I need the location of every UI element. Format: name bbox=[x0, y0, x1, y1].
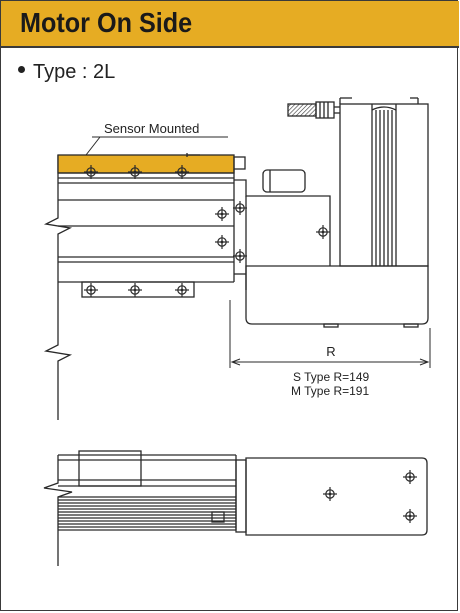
sensor-mounted-label: Sensor Mounted bbox=[104, 121, 199, 136]
type-line: Type : 2L bbox=[18, 61, 115, 84]
s-type-note: S Type R=149 bbox=[293, 370, 369, 384]
m-type-note: M Type R=191 bbox=[291, 384, 369, 398]
break-line-lower bbox=[43, 455, 73, 566]
section-header: Motor On Side bbox=[1, 1, 459, 48]
bullet-icon bbox=[18, 66, 25, 74]
sensor-rail bbox=[57, 154, 235, 174]
hole-marks bbox=[83, 164, 418, 524]
page-title: Motor On Side bbox=[20, 7, 193, 38]
dimension-r-label: R bbox=[326, 344, 335, 359]
break-line-upper bbox=[43, 155, 73, 420]
type-label: Type : 2L bbox=[33, 61, 116, 83]
